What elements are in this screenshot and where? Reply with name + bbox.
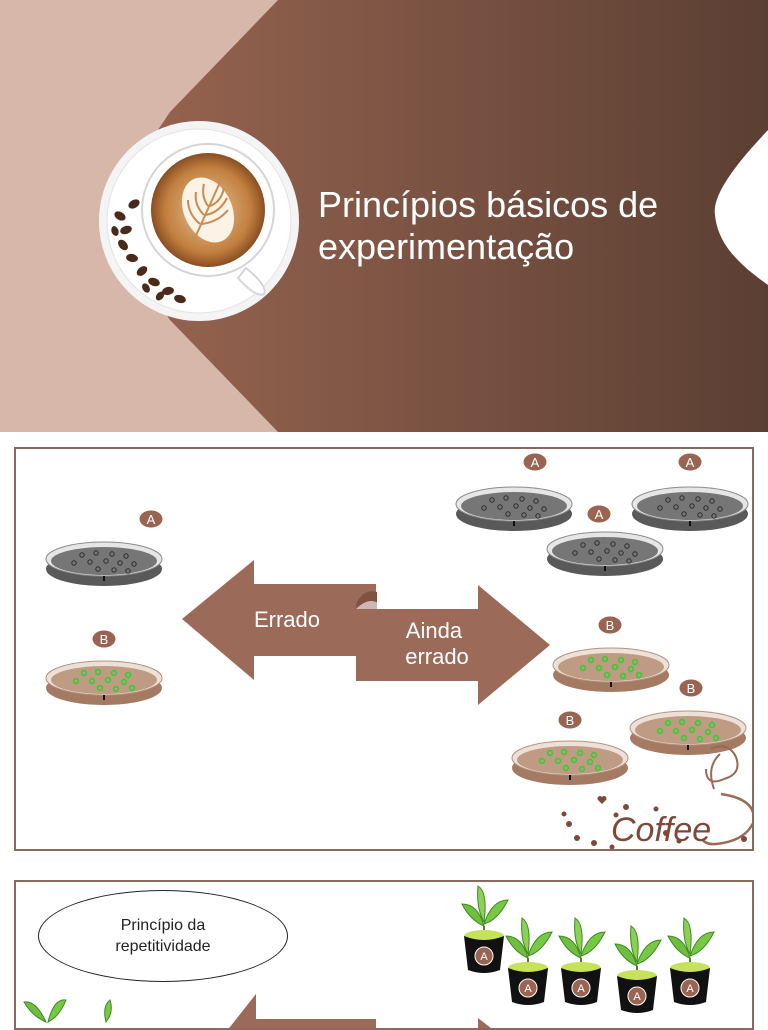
arrow-left-errado: Errado [182,560,376,680]
comparison-slide: A B A A A B B B Errado Ainda errado [14,447,754,851]
petri-dish-a [546,531,664,577]
svg-text:Errado: Errado [254,607,320,632]
title-slide: Princípios básicos de experimentação [0,0,768,432]
svg-text:A: A [531,455,540,470]
label-badge-a: A [586,504,612,524]
title-slide-background [100,0,768,432]
label-badge-b: B [91,629,117,649]
arrow-right-partial [478,1018,491,1028]
svg-text:A: A [633,991,641,1003]
svg-text:B: B [566,713,575,728]
svg-text:A: A [524,983,532,995]
petri-dish-b [552,647,670,693]
plants-diagram: A A A A A [23,885,715,1028]
label-badge-b: B [597,615,623,635]
label-badge-a: A [677,452,703,472]
petri-dish-a [45,541,163,587]
label-badge-a: A [138,509,164,529]
plant-pot: A [505,917,553,1006]
svg-text:A: A [480,951,488,963]
coffee-decoration: Coffee [561,745,752,849]
presentation-title: Princípios básicos de experimentação [318,184,659,267]
arrow-right-label: Ainda errado [405,618,469,669]
svg-text:A: A [147,512,156,527]
coffee-cup-image [99,121,299,321]
svg-text:B: B [606,618,615,633]
arrow-right-ainda-errado: Ainda errado [356,585,550,705]
svg-text:Coffee: Coffee [611,811,711,849]
plant-pot: A [667,917,715,1006]
svg-text:A: A [577,983,585,995]
plant-pot: A [614,925,662,1014]
petri-dish-a [631,486,749,532]
svg-text:B: B [100,632,109,647]
repetition-slide: Princípio da repetitividade A A A A A [14,880,754,1030]
label-badge-a: A [522,452,548,472]
svg-text:A: A [686,983,694,995]
comparison-diagram: A B A A A B B B Errado Ainda errado [45,452,752,849]
svg-text:A: A [595,507,604,522]
svg-text:B: B [687,681,696,696]
plant-leaves [23,999,112,1024]
principle-oval: Princípio da repetitividade [38,890,288,982]
petri-dish-a [455,486,573,532]
plant-pot: A [558,917,606,1006]
petri-dish-b [511,740,629,786]
arrow-left-partial [229,994,256,1028]
petri-dish-b [45,660,163,706]
label-badge-b: B [557,710,583,730]
plant-pot: A [461,885,509,974]
label-badge-b: B [678,678,704,698]
svg-text:A: A [686,455,695,470]
